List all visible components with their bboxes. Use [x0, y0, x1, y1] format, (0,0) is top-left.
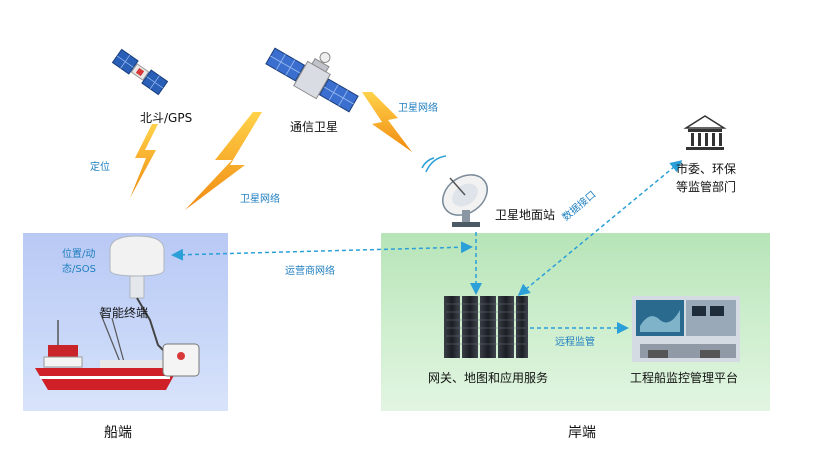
- lightning-icon: [185, 112, 262, 210]
- government-building-icon: [683, 115, 727, 150]
- platform-label: 工程船监控管理平台: [630, 371, 739, 385]
- satellite-network-label-right: 卫星网络: [398, 103, 438, 114]
- gps-antenna-icon: [109, 235, 166, 353]
- position-status-label-line2: 态/SOS: [62, 264, 96, 275]
- ship-icon: [35, 311, 200, 390]
- lightning-icon: [362, 92, 412, 152]
- comm-satellite-label: 通信卫星: [290, 120, 339, 134]
- comm-satellite-icon: [265, 47, 359, 113]
- beidou-satellite-icon: [111, 48, 169, 96]
- ground-station-label: 卫星地面站: [495, 208, 556, 222]
- lightning-icon: [130, 124, 158, 198]
- server-rack-icon: [444, 296, 528, 358]
- satellite-network-label-left: 卫星网络: [240, 194, 280, 205]
- video-wall-icon: [632, 296, 740, 362]
- position-status-label-line1: 位置/动: [62, 249, 96, 260]
- satellite-dish-icon: [421, 155, 488, 227]
- operator-network-label: 运营商网络: [285, 266, 335, 277]
- remote-monitoring-label: 远程监管: [555, 337, 595, 348]
- gov-dept-label-line2: 等监管部门: [676, 180, 737, 194]
- beidou-gps-label: 北斗/GPS: [140, 111, 193, 125]
- smart-terminal-label: 智能终端: [100, 306, 149, 320]
- gateway-services-label: 网关、地图和应用服务: [428, 371, 549, 385]
- positioning-label: 定位: [90, 162, 110, 173]
- data-interface-arrow: [517, 160, 683, 296]
- operator-network-arrow: [171, 241, 473, 261]
- shore-end-label: 岸端: [568, 425, 596, 441]
- ship-end-label: 船端: [104, 425, 132, 441]
- gov-dept-label-line1: 市委、环保: [676, 162, 737, 176]
- connector-arrows: [171, 160, 683, 334]
